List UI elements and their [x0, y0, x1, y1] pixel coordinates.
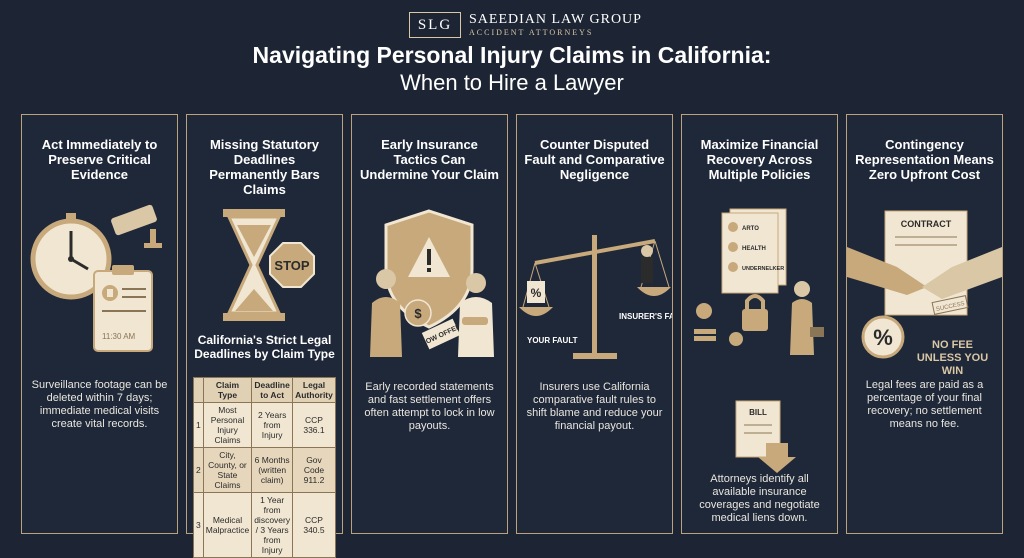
- table-row: 1 Most Personal Injury Claims 2 Years fr…: [193, 402, 336, 448]
- policies-lock-icon: ARTO HEALTH UNDERNELKER: [694, 208, 824, 355]
- medical-clipboard-icon: 11:30 AM: [93, 265, 153, 352]
- svg-text:$: $: [414, 306, 422, 321]
- table-header: Claim Type: [202, 377, 253, 403]
- card-body: Attorneys identify all available insuran…: [699, 473, 820, 524]
- table-header: Legal Authority: [292, 377, 336, 403]
- table-cell: City, County, or State Claims: [202, 447, 253, 493]
- policy-label: HEALTH: [742, 246, 766, 252]
- contract-icon: CONTRACT SUCCESS: [884, 210, 969, 316]
- table-cell: 6 Months (written claim): [251, 447, 294, 493]
- table-cell: 3: [193, 492, 204, 558]
- policy-documents-icon: ARTO HEALTH UNDERNELKER: [721, 208, 787, 294]
- card-comparative-fault: Counter Disputed Fault and Comparative N…: [516, 114, 673, 534]
- table-cell: 1: [193, 402, 204, 448]
- svg-text:%: %: [531, 286, 542, 300]
- money-bag-icon: $: [404, 299, 432, 327]
- svg-text:%: %: [873, 325, 893, 350]
- coins-icon: [694, 303, 743, 346]
- card-insurance-tactics: Early Insurance Tactics Can Undermine Yo…: [351, 114, 508, 534]
- table-title: California's Strict Legal Deadlines by C…: [194, 333, 335, 361]
- card-contingency: Contingency Representation Means Zero Up…: [846, 114, 1003, 534]
- bill-label: BILL: [749, 408, 767, 417]
- card-title: Counter Disputed Fault and Comparative N…: [524, 137, 665, 182]
- card-title: Contingency Representation Means Zero Up…: [855, 137, 994, 182]
- firm-logo: SLG SAEEDIAN LAW GROUP ACCIDENT ATTORNEY…: [409, 12, 642, 38]
- table-cell: Gov Code 911.2: [292, 447, 336, 493]
- stop-sign-icon: STOP: [269, 242, 315, 288]
- no-fee-label: NO FEE UNLESS YOU WIN: [916, 339, 989, 377]
- insurer-person-icon: [641, 245, 653, 283]
- card-body: Surveillance footage can be deleted with…: [31, 379, 168, 430]
- card-title: Missing Statutory Deadlines Permanently …: [209, 137, 320, 197]
- shield-warning-icon: $ LOW OFFER: [370, 209, 494, 357]
- hourglass-stop-icon: STOP: [223, 209, 315, 321]
- logo-mark: SLG: [409, 12, 461, 38]
- table-header: [193, 377, 204, 403]
- page-title: Navigating Personal Injury Claims in Cal…: [252, 42, 772, 68]
- table-cell: Medical Malpractice: [202, 492, 253, 558]
- card-multiple-policies: Maximize Financial Recovery Across Multi…: [681, 114, 838, 534]
- policy-label: UNDERNELKER: [742, 266, 784, 272]
- stopwatch-icon: [30, 213, 112, 300]
- logo-name: SAEEDIAN LAW GROUP: [469, 12, 642, 27]
- injured-person-icon: [458, 273, 494, 357]
- card-body: Legal fees are paid as a percentage of y…: [865, 379, 984, 430]
- table-cell: CCP 340.5: [292, 492, 336, 558]
- card-title: Early Insurance Tactics Can Undermine Yo…: [360, 137, 499, 182]
- header: SLG SAEEDIAN LAW GROUP ACCIDENT ATTORNEY…: [0, 0, 1024, 110]
- policy-label: ARTO: [742, 226, 759, 232]
- card-title: Maximize Financial Recovery Across Multi…: [700, 137, 819, 182]
- stamp-label: SUCCESS: [936, 301, 966, 313]
- clipboard-time-label: 11:30 AM: [102, 332, 136, 341]
- hourglass-icon: [223, 209, 285, 321]
- handshake-icon: [847, 247, 1002, 299]
- card-body: Early recorded statements and fast settl…: [364, 381, 495, 432]
- card-body: Insurers use California comparative faul…: [526, 381, 663, 432]
- your-fault-label: YOUR FAULT: [527, 336, 578, 345]
- table-row: 2 City, County, or State Claims 6 Months…: [193, 447, 336, 493]
- adjuster-person-icon: [370, 269, 402, 357]
- stopwatch-camera-icon: 11:30 AM: [30, 204, 162, 352]
- insurers-fault-label: INSURER'S FAULT: [619, 312, 672, 321]
- logo-text: SAEEDIAN LAW GROUP ACCIDENT ATTORNEYS: [469, 12, 642, 38]
- percent-badge-icon: %: [861, 315, 905, 359]
- card-evidence: Act Immediately to Preserve Critical Evi…: [21, 114, 178, 534]
- table-row: 3 Medical Malpractice 1 Year from discov…: [193, 492, 336, 558]
- scales-icon: % YOUR FAULT INSURER'S FAULT: [519, 235, 672, 359]
- table-header-row: Claim Type Deadline to Act Legal Authori…: [193, 377, 336, 403]
- attorney-person-icon: [790, 281, 824, 355]
- logo-subtitle: ACCIDENT ATTORNEYS: [469, 28, 594, 37]
- page-subtitle: When to Hire a Lawyer: [400, 70, 624, 95]
- deadlines-table: Claim Type Deadline to Act Legal Authori…: [193, 377, 336, 558]
- table-cell: 2: [193, 447, 204, 493]
- contract-label: CONTRACT: [901, 219, 952, 229]
- card-title: Act Immediately to Preserve Critical Evi…: [41, 137, 158, 182]
- handshake-contract-icon: CONTRACT SUCCESS %: [847, 210, 1002, 359]
- table-cell: 1 Year from discovery / 3 Years from Inj…: [251, 492, 294, 558]
- security-camera-icon: [111, 204, 162, 248]
- table-cell: 2 Years from Injury: [251, 402, 294, 448]
- table-header: Deadline to Act: [251, 377, 294, 403]
- table-cell: Most Personal Injury Claims: [202, 402, 253, 448]
- stop-label: STOP: [274, 258, 309, 273]
- bill-icon: BILL: [735, 400, 796, 473]
- table-cell: CCP 336.1: [292, 402, 336, 448]
- padlock-icon: [742, 294, 768, 331]
- card-deadlines: Missing Statutory Deadlines Permanently …: [186, 114, 343, 558]
